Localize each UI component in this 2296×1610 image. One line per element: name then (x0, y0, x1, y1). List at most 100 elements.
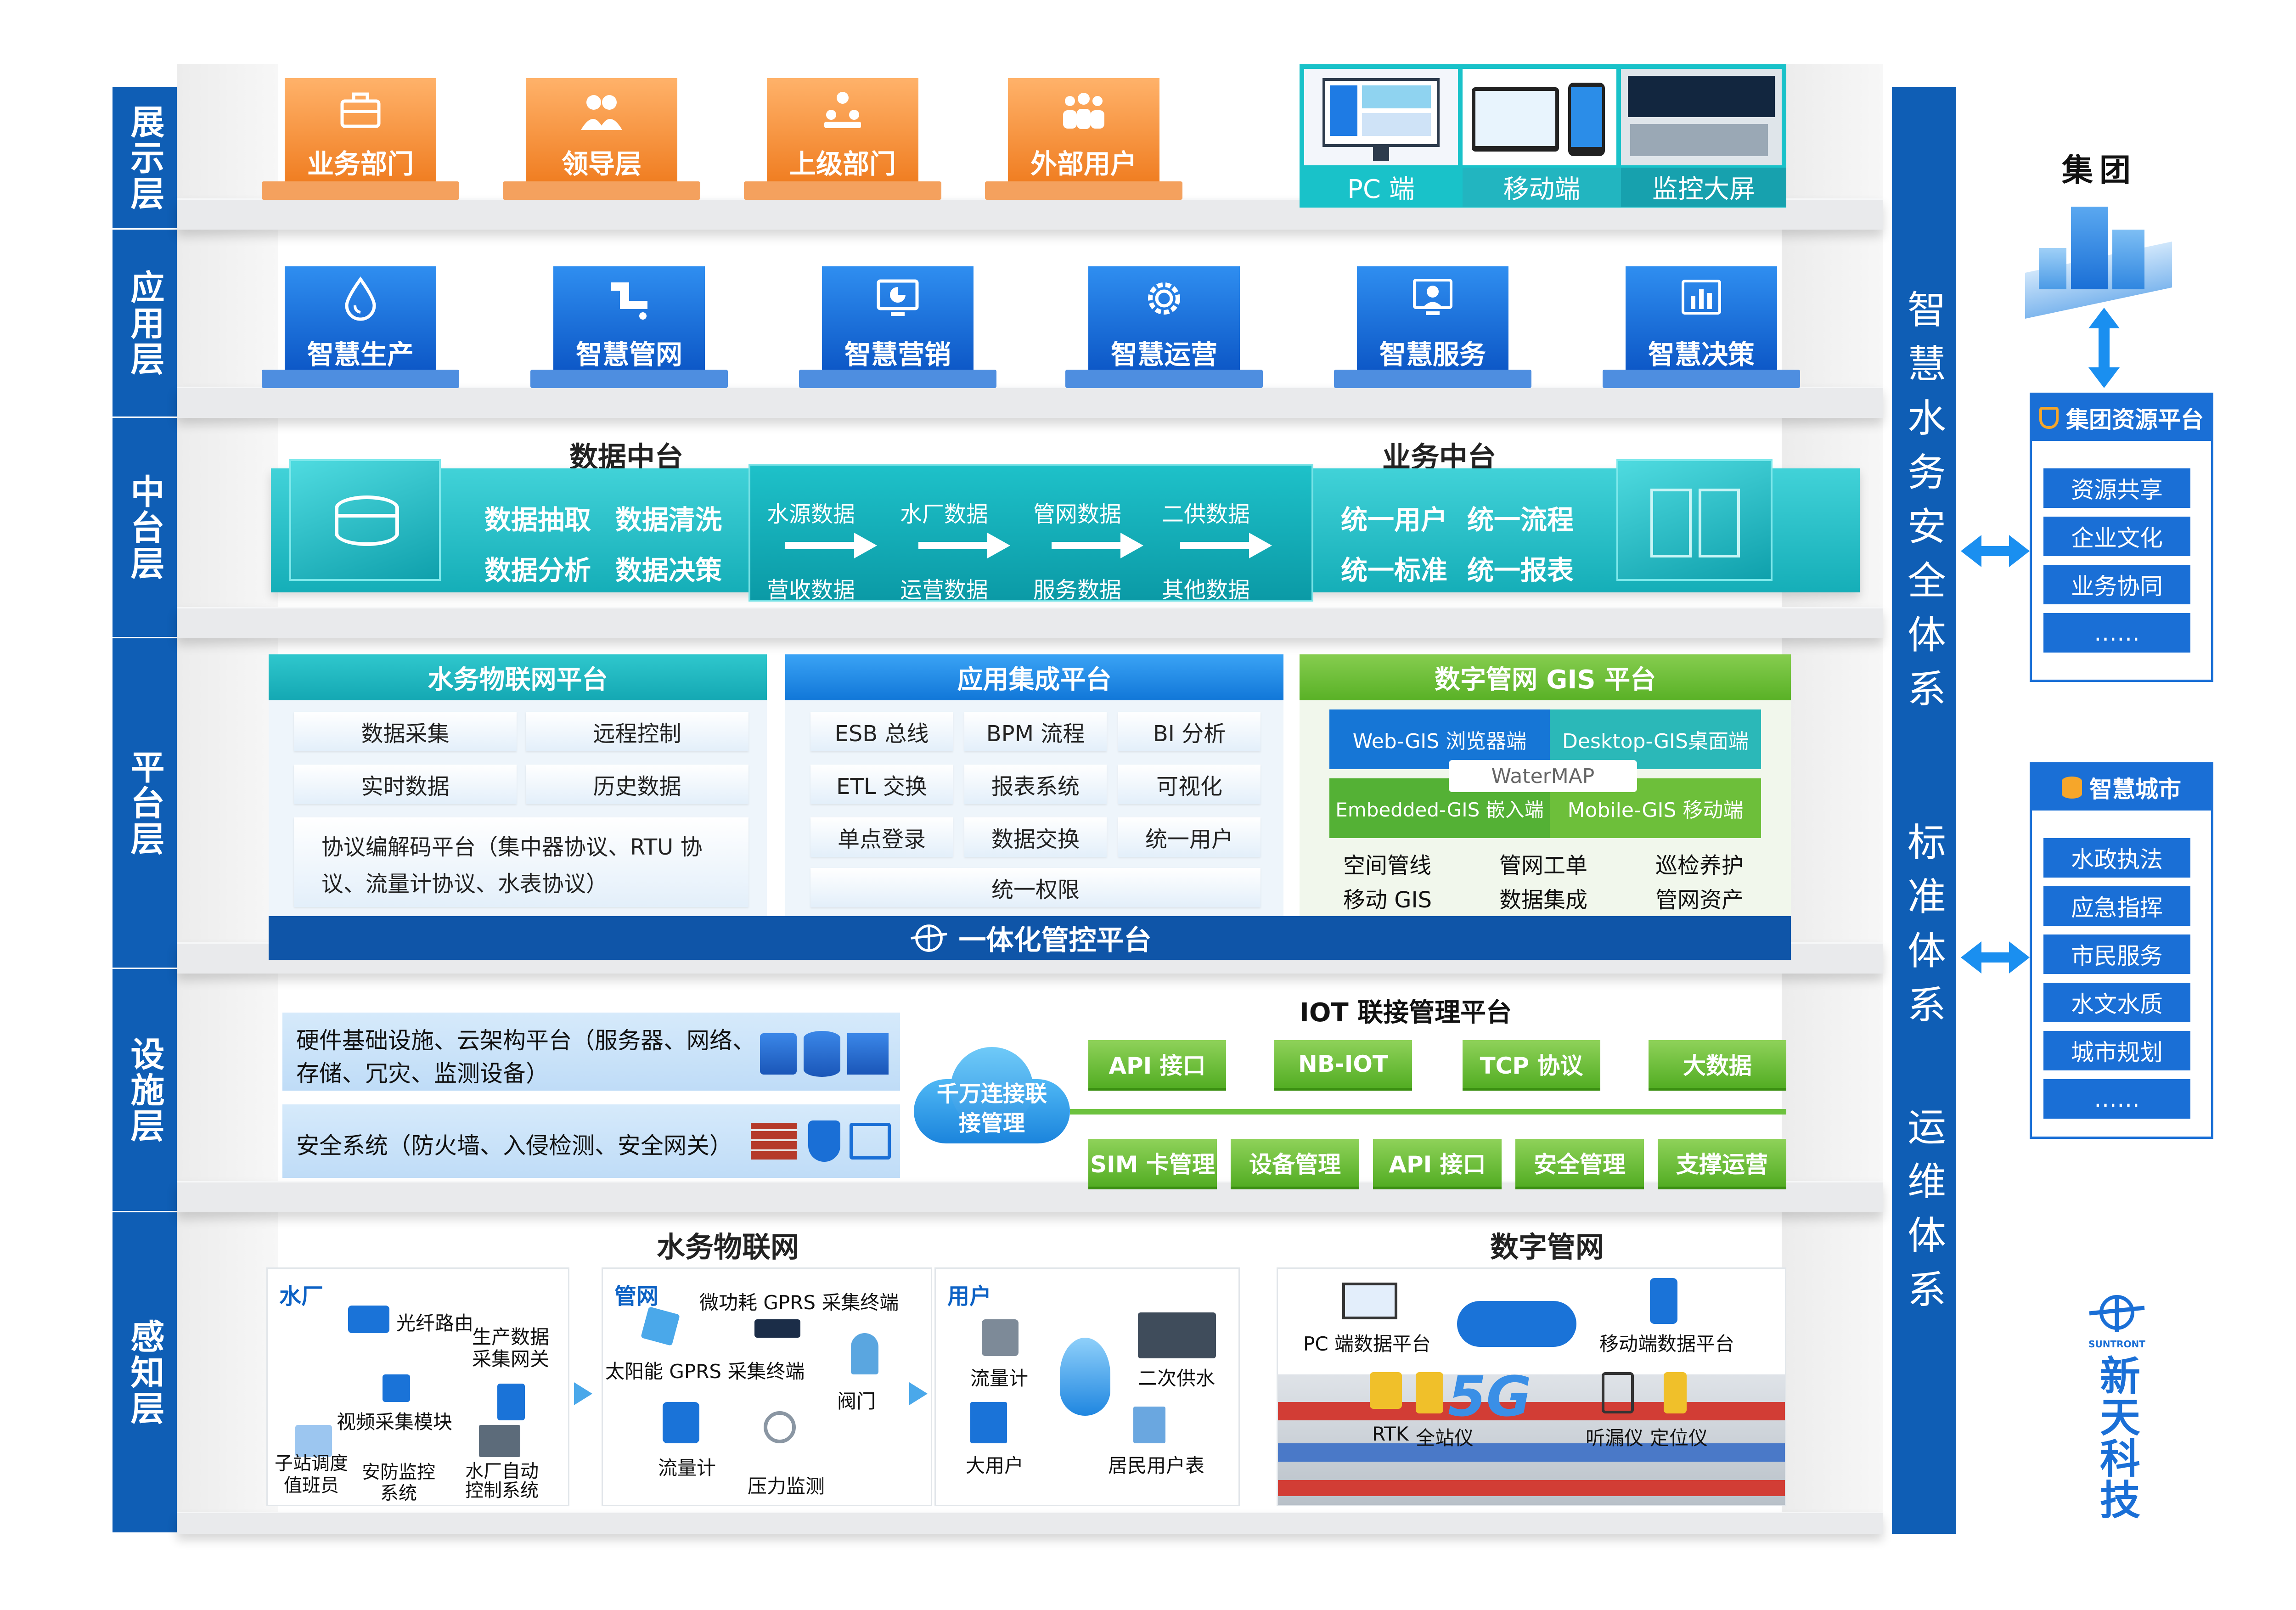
app-card-pipe-network[interactable]: 智慧管网 (553, 266, 705, 370)
duty-station-icon (295, 1425, 332, 1457)
systems-bar (1892, 87, 1956, 1534)
gis-watermap: WaterMAP (1449, 760, 1637, 792)
iot-bottom-button[interactable]: 设备管理 (1231, 1139, 1359, 1189)
user-panel-title: 用户 (947, 1283, 992, 1309)
user-label: 业务部门 (307, 148, 414, 180)
user-card-business[interactable]: 业务部门 (285, 78, 436, 181)
iot-bottom-button[interactable]: SIM 卡管理 (1088, 1139, 1217, 1189)
city-item[interactable]: 水文水质 (2043, 983, 2190, 1022)
int-cell: ETL 交换 (810, 765, 953, 804)
app-card-production[interactable]: 智慧生产 (285, 266, 436, 370)
data-source-top: 水厂数据 (900, 501, 989, 527)
gateway-icon (497, 1384, 525, 1420)
data-source-top: 二供数据 (1162, 501, 1250, 527)
app-base (262, 370, 459, 388)
pc-screenshot (1304, 69, 1458, 165)
plant-security: 安防监控系统 (362, 1462, 435, 1504)
gis-item: 空间管线 (1343, 853, 1432, 878)
system-ops: 运维体系 (1901, 1107, 1947, 1323)
iot-bottom-button[interactable]: 支撑运营 (1658, 1139, 1786, 1189)
arrow-right-icon (1052, 533, 1148, 559)
integration-platform-title: 应用集成平台 (785, 654, 1283, 700)
app-label: 智慧管网 (575, 339, 682, 370)
user-base (262, 181, 459, 200)
iot-bus-line (1070, 1109, 1786, 1115)
arrow-right-icon (918, 533, 1015, 559)
user-card-leaders[interactable]: 领导层 (526, 78, 677, 181)
int-cell: BI 分析 (1118, 712, 1261, 751)
pressure-gauge-icon (764, 1411, 796, 1443)
iot-top-button[interactable]: API 接口 (1088, 1040, 1226, 1091)
app-card-marketing[interactable]: 智慧营销 (822, 266, 974, 370)
hardware-label: 硬件基础设施、云架构平台（服务器、网络、存储、冗灾、监测设备） (296, 1027, 755, 1087)
group-item[interactable]: 资源共享 (2043, 468, 2190, 508)
user-label: 领导层 (561, 148, 642, 180)
water-drop-icon (345, 276, 376, 321)
user-label: 外部用户 (1030, 148, 1137, 180)
data-op: 数据清洗 (615, 504, 722, 535)
smart-city-header: 智慧城市 (2032, 765, 2211, 811)
iot-platform-title: 水务物联网平台 (269, 654, 767, 700)
iot-top-button[interactable]: TCP 协议 (1463, 1040, 1600, 1091)
app-label: 智慧决策 (1648, 339, 1755, 370)
unified-control-bar: 一体化管控平台 (269, 916, 1791, 960)
int-cell: 可视化 (1118, 765, 1261, 804)
app-base (530, 370, 728, 388)
app-label: 智慧营销 (844, 339, 951, 370)
monitor-icon (1322, 78, 1440, 147)
gis-item: 数据集成 (1499, 887, 1588, 913)
monitor-chart-icon (877, 279, 919, 316)
iot-bottom-button[interactable]: API 接口 (1373, 1139, 1502, 1189)
app-card-decision[interactable]: 智慧决策 (1626, 266, 1777, 370)
pipe-icon (611, 282, 647, 320)
int-cell: 单点登录 (810, 817, 953, 857)
business-op: 统一报表 (1467, 555, 1574, 586)
group-item[interactable]: …… (2043, 613, 2190, 653)
iot-cell: 实时数据 (294, 765, 517, 804)
app-card-service[interactable]: 智慧服务 (1357, 266, 1508, 370)
gis-web: Web-GIS 浏览器端 (1329, 709, 1550, 769)
locator-icon (1664, 1372, 1687, 1413)
unified-control-label: 一体化管控平台 (958, 924, 1152, 957)
server-cube-icon (760, 1033, 797, 1075)
city-item[interactable]: 水政执法 (2043, 838, 2190, 878)
flow-meter-icon (982, 1319, 1019, 1356)
iot-top-button[interactable]: 大数据 (1649, 1040, 1786, 1091)
group-item[interactable]: 企业文化 (2043, 517, 2190, 556)
user-label: 上级部门 (789, 148, 896, 180)
iot-top-button[interactable]: NB-IOT (1274, 1040, 1412, 1091)
control-cabinet-icon (479, 1425, 520, 1457)
iot-bottom-button[interactable]: 安全管理 (1515, 1139, 1644, 1189)
arrow-right-icon (785, 533, 882, 559)
int-cell: 数据交换 (964, 817, 1107, 857)
network-flow: 流量计 (658, 1457, 716, 1479)
city-buildings-icon (2020, 202, 2177, 319)
app-base (799, 370, 996, 388)
int-cell: ESB 总线 (810, 712, 953, 751)
data-flow-panel (748, 464, 1313, 602)
city-item[interactable]: …… (2043, 1079, 2190, 1119)
gis-item: 管网工单 (1499, 853, 1588, 878)
user-card-external[interactable]: 外部用户 (1008, 78, 1159, 181)
double-arrow-icon (1961, 535, 2030, 567)
logo-cn: 新天科技 (2093, 1355, 2141, 1520)
layer-label-facility: 设施层 (113, 969, 177, 1212)
city-item[interactable]: 应急指挥 (2043, 886, 2190, 926)
shield-icon (808, 1120, 840, 1162)
people-icon (581, 95, 622, 130)
security-label: 安全系统（防火墙、入侵检测、安全网关） (296, 1132, 732, 1159)
video-module-icon (383, 1374, 410, 1402)
iot-protocol-cell: 协议编解码平台（集中器协议、RTU 协议、流量计协议、水表协议） (294, 817, 748, 907)
data-source-bottom: 营收数据 (767, 577, 855, 603)
smart-city-title: 智慧城市 (2089, 776, 2181, 803)
user-base (503, 181, 700, 200)
app-card-operation[interactable]: 智慧运营 (1088, 266, 1240, 370)
group-item[interactable]: 业务协同 (2043, 565, 2190, 604)
terminal-label-bigscreen: 监控大屏 (1621, 168, 1786, 207)
city-item[interactable]: 城市规划 (2043, 1031, 2190, 1070)
digital-mobile: 移动端数据平台 (1599, 1333, 1735, 1355)
house-icon (1133, 1407, 1165, 1443)
user-card-superior[interactable]: 上级部门 (767, 78, 918, 181)
city-item[interactable]: 市民服务 (2043, 934, 2190, 974)
network-gprs-solar: 太阳能 GPRS 采集终端 (605, 1360, 805, 1383)
